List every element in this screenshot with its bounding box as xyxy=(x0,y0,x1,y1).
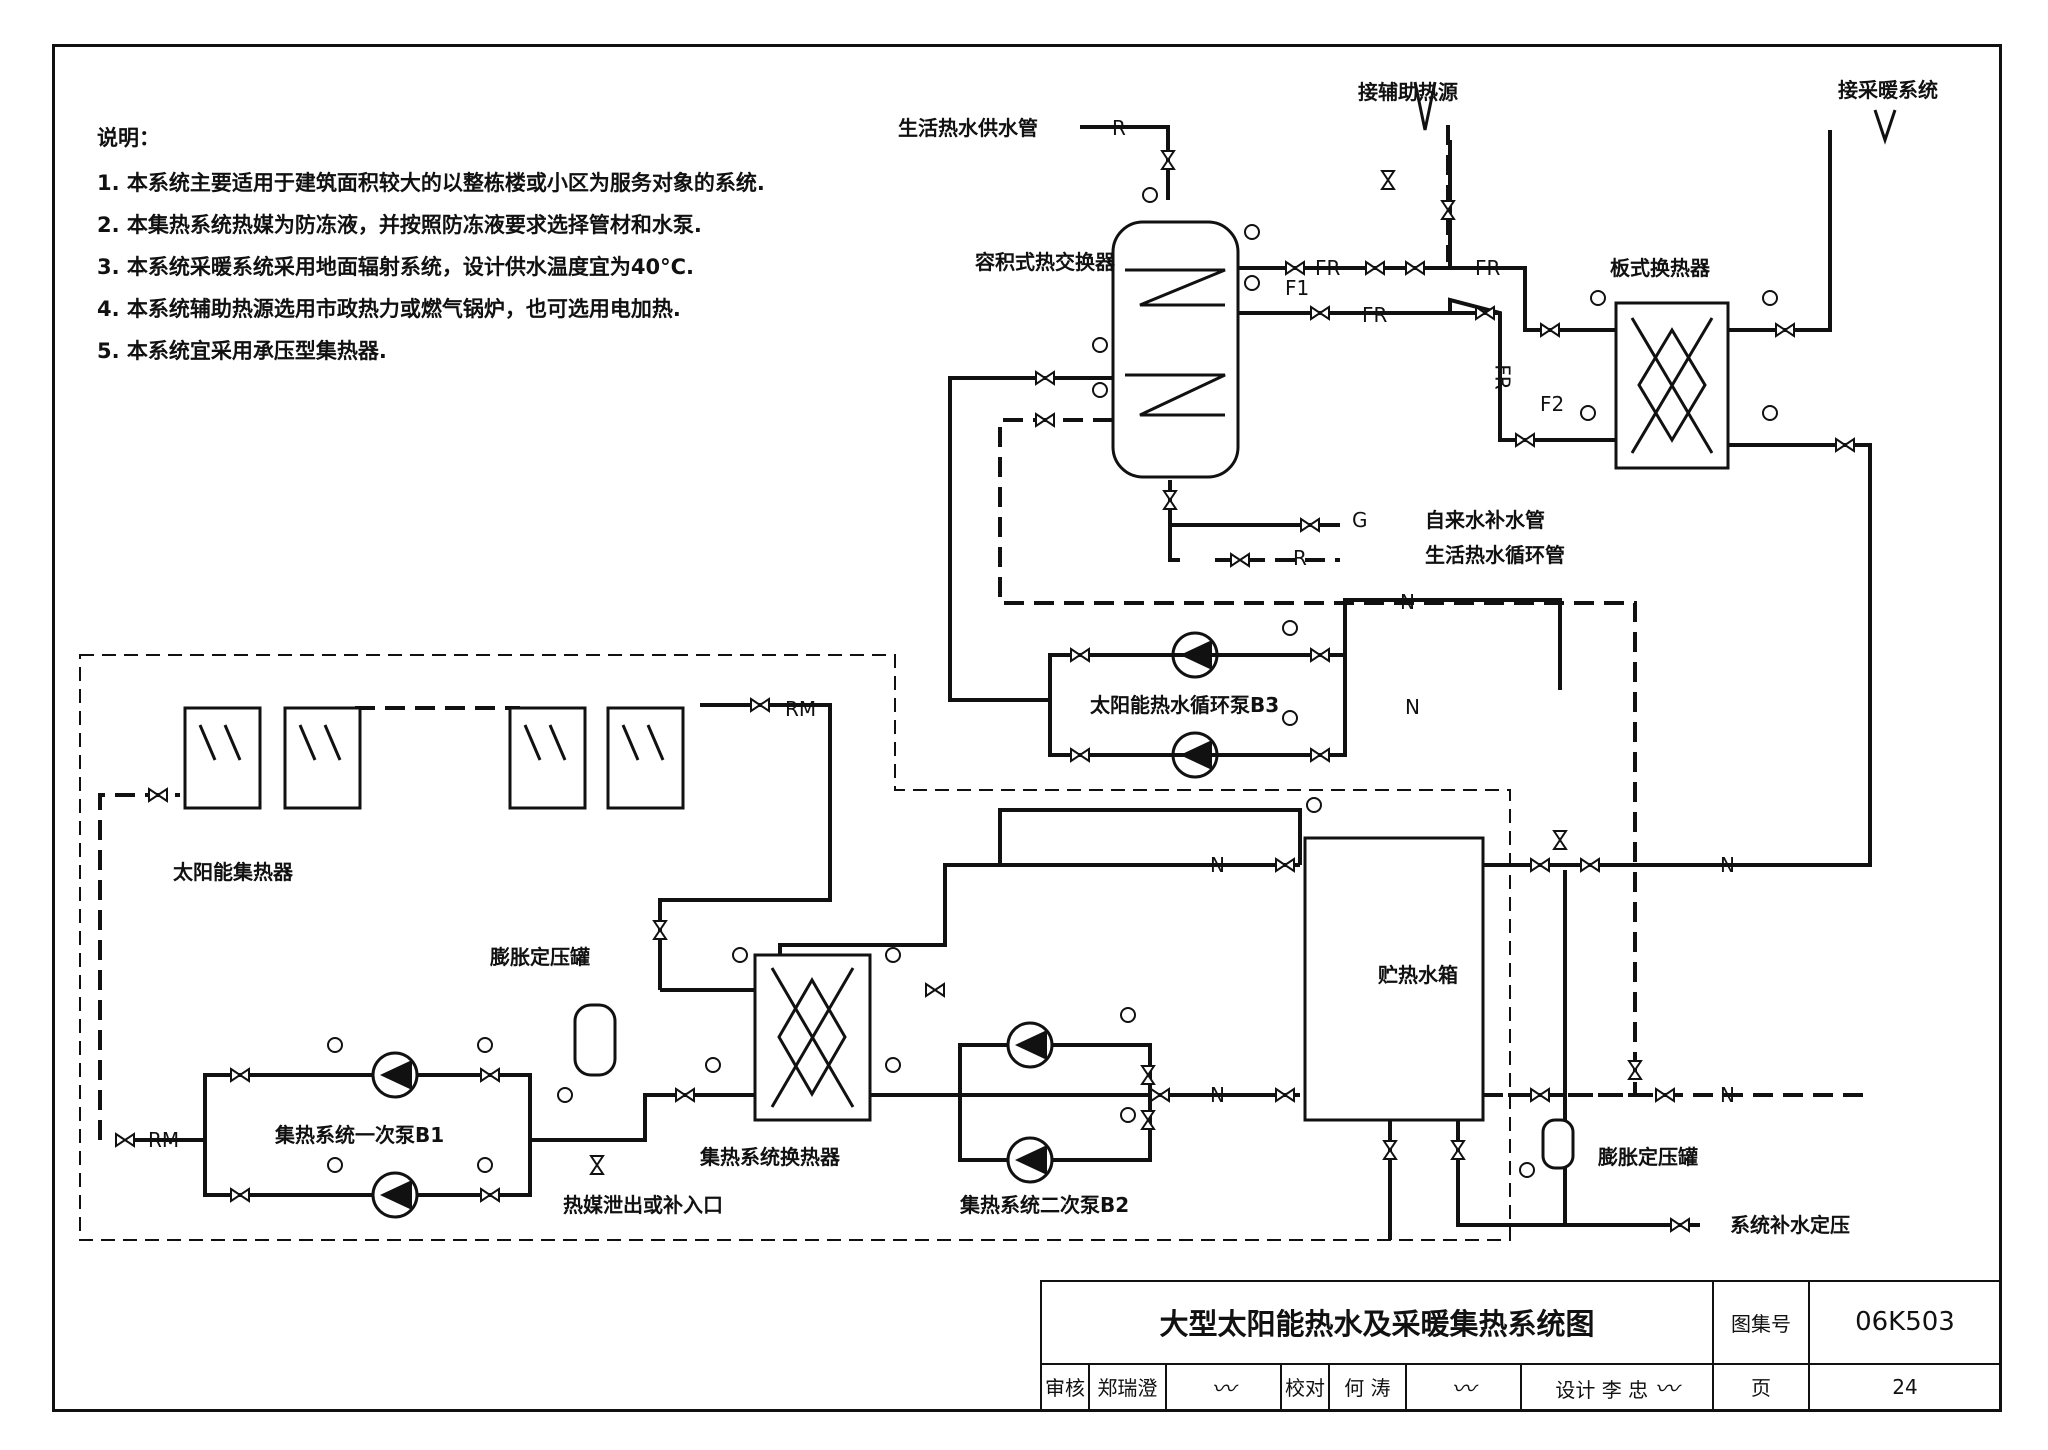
note-item: 2. 本集热系统热媒为防冻液，并按照防冻液要求选择管材和水泵. xyxy=(97,213,702,237)
code-rm-2: RM xyxy=(148,1128,180,1152)
code-fr-4: FR xyxy=(1490,364,1515,390)
code-f2: F2 xyxy=(1540,392,1565,416)
code-fr-1: FR xyxy=(1315,256,1341,280)
code-rm-1: RM xyxy=(785,697,817,721)
solar-collector-4 xyxy=(606,706,685,810)
label-primary-pump-b1: 集热系统一次泵B1 xyxy=(275,1123,445,1147)
label-makeup-pressure: 系统补水定压 xyxy=(1730,1213,1850,1237)
review-label: 审核 xyxy=(1040,1362,1090,1412)
label-drain-inlet: 热媒泄出或补入口 xyxy=(563,1193,723,1217)
note-item: 5. 本系统宜采用承压型集热器. xyxy=(97,339,387,363)
n-pipe-storage-to-b3 xyxy=(1343,598,1562,705)
expansion-tank-1 xyxy=(573,1003,617,1077)
makeup-pipe xyxy=(1456,1120,1700,1227)
code-n-3: N xyxy=(1210,853,1225,877)
drawing-border xyxy=(52,44,2002,1412)
code-r-top: R xyxy=(1112,116,1126,140)
atlas-number: 06K503 xyxy=(1807,1280,2003,1365)
page-number: 24 xyxy=(1807,1362,2003,1412)
expansion-tank-2 xyxy=(1541,1118,1575,1170)
check-label: 校对 xyxy=(1279,1362,1330,1412)
label-system-exchanger: 集热系统换热器 xyxy=(700,1145,840,1169)
code-n-4: N xyxy=(1720,853,1735,877)
solar-collector-1 xyxy=(183,706,262,810)
solar-collector-3 xyxy=(508,706,587,810)
code-r-circ: R xyxy=(1293,546,1307,570)
page-label: 页 xyxy=(1711,1362,1810,1412)
coil-supply-pipe xyxy=(948,376,1113,702)
label-solar-pump-b3: 太阳能热水循环泵B3 xyxy=(1090,693,1280,717)
label-plate-exchanger: 板式换热器 xyxy=(1610,256,1710,280)
checker-name: 何 涛 xyxy=(1327,1362,1407,1412)
label-expansion-tank-2: 膨胀定压罐 xyxy=(1598,1145,1698,1169)
checker-signature: 〰 xyxy=(1404,1362,1522,1412)
volumetric-exchanger-vessel xyxy=(1111,220,1240,479)
note-item: 3. 本系统采暖系统采用地面辐射系统，设计供水温度宜为40°C. xyxy=(97,255,695,279)
note-item: 4. 本系统辅助热源选用市政热力或燃气锅炉，也可选用电加热. xyxy=(97,297,681,321)
title-block: 大型太阳能热水及采暖集热系统图 图集号 06K503 审核 郑瑞澄 〰 校对 何… xyxy=(1040,1280,2003,1412)
label-secondary-pump-b2: 集热系统二次泵B2 xyxy=(960,1193,1130,1217)
secondary-pump-loop xyxy=(958,1043,1152,1162)
code-n-6: N xyxy=(1720,1083,1735,1107)
notes-title: 说明： xyxy=(97,126,160,150)
code-n-2: N xyxy=(1405,695,1420,719)
fr-to-plate-hx xyxy=(1450,266,1618,332)
notes-block: 说明： 1. 本系统主要适用于建筑面积较大的以整栋楼或小区为服务对象的系统. 2… xyxy=(97,122,857,372)
note-item: 1. 本系统主要适用于建筑面积较大的以整栋楼或小区为服务对象的系统. xyxy=(97,171,765,195)
tap-makeup-pipe xyxy=(1168,480,1340,527)
code-fr-2: FR xyxy=(1362,303,1388,327)
fr-pipe-lower xyxy=(1238,297,1620,442)
label-dhw-supply: 生活热水供水管 xyxy=(898,116,1038,140)
label-tap-makeup: 自来水补水管 xyxy=(1425,508,1545,532)
label-heating-system: 接采暖系统 xyxy=(1838,78,1938,102)
collector-system-boundary xyxy=(79,654,1511,1241)
label-storage-tank: 贮热水箱 xyxy=(1378,963,1458,987)
label-aux-heat: 接辅助热源 xyxy=(1358,80,1458,104)
atlas-label: 图集号 xyxy=(1711,1280,1810,1365)
label-dhw-circulation: 生活热水循环管 xyxy=(1425,543,1565,567)
storage-tank-body xyxy=(1303,836,1485,1122)
code-n-1: N xyxy=(1400,590,1415,614)
design-label: 设计 xyxy=(1555,1378,1596,1403)
label-solar-collector: 太阳能集热器 xyxy=(173,860,293,884)
heating-return-pipe xyxy=(1640,443,1872,867)
reviewer-name: 郑瑞澄 xyxy=(1088,1362,1167,1412)
reviewer-signature: 〰 xyxy=(1164,1362,1282,1412)
code-fr-3: FR xyxy=(1475,256,1501,280)
code-n-5: N xyxy=(1210,1083,1225,1107)
designer-name: 李 忠 xyxy=(1601,1378,1649,1403)
primary-pump-loop xyxy=(203,1073,532,1197)
label-expansion-tank-1: 膨胀定压罐 xyxy=(490,945,590,969)
fr-pipe-upper xyxy=(1238,140,1452,270)
label-volumetric-exchanger: 容积式热交换器 xyxy=(975,250,1115,274)
rm-dashed-return xyxy=(98,793,180,1140)
dhw-supply-pipe xyxy=(1080,125,1170,200)
designer-signature: 〰 xyxy=(1654,1375,1679,1404)
heating-supply-pipe xyxy=(1728,130,1832,332)
drawing-title: 大型太阳能热水及采暖集热系统图 xyxy=(1040,1280,1714,1365)
solar-collector-2 xyxy=(283,706,362,810)
code-f1: F1 xyxy=(1285,276,1310,300)
code-g: G xyxy=(1352,508,1368,532)
